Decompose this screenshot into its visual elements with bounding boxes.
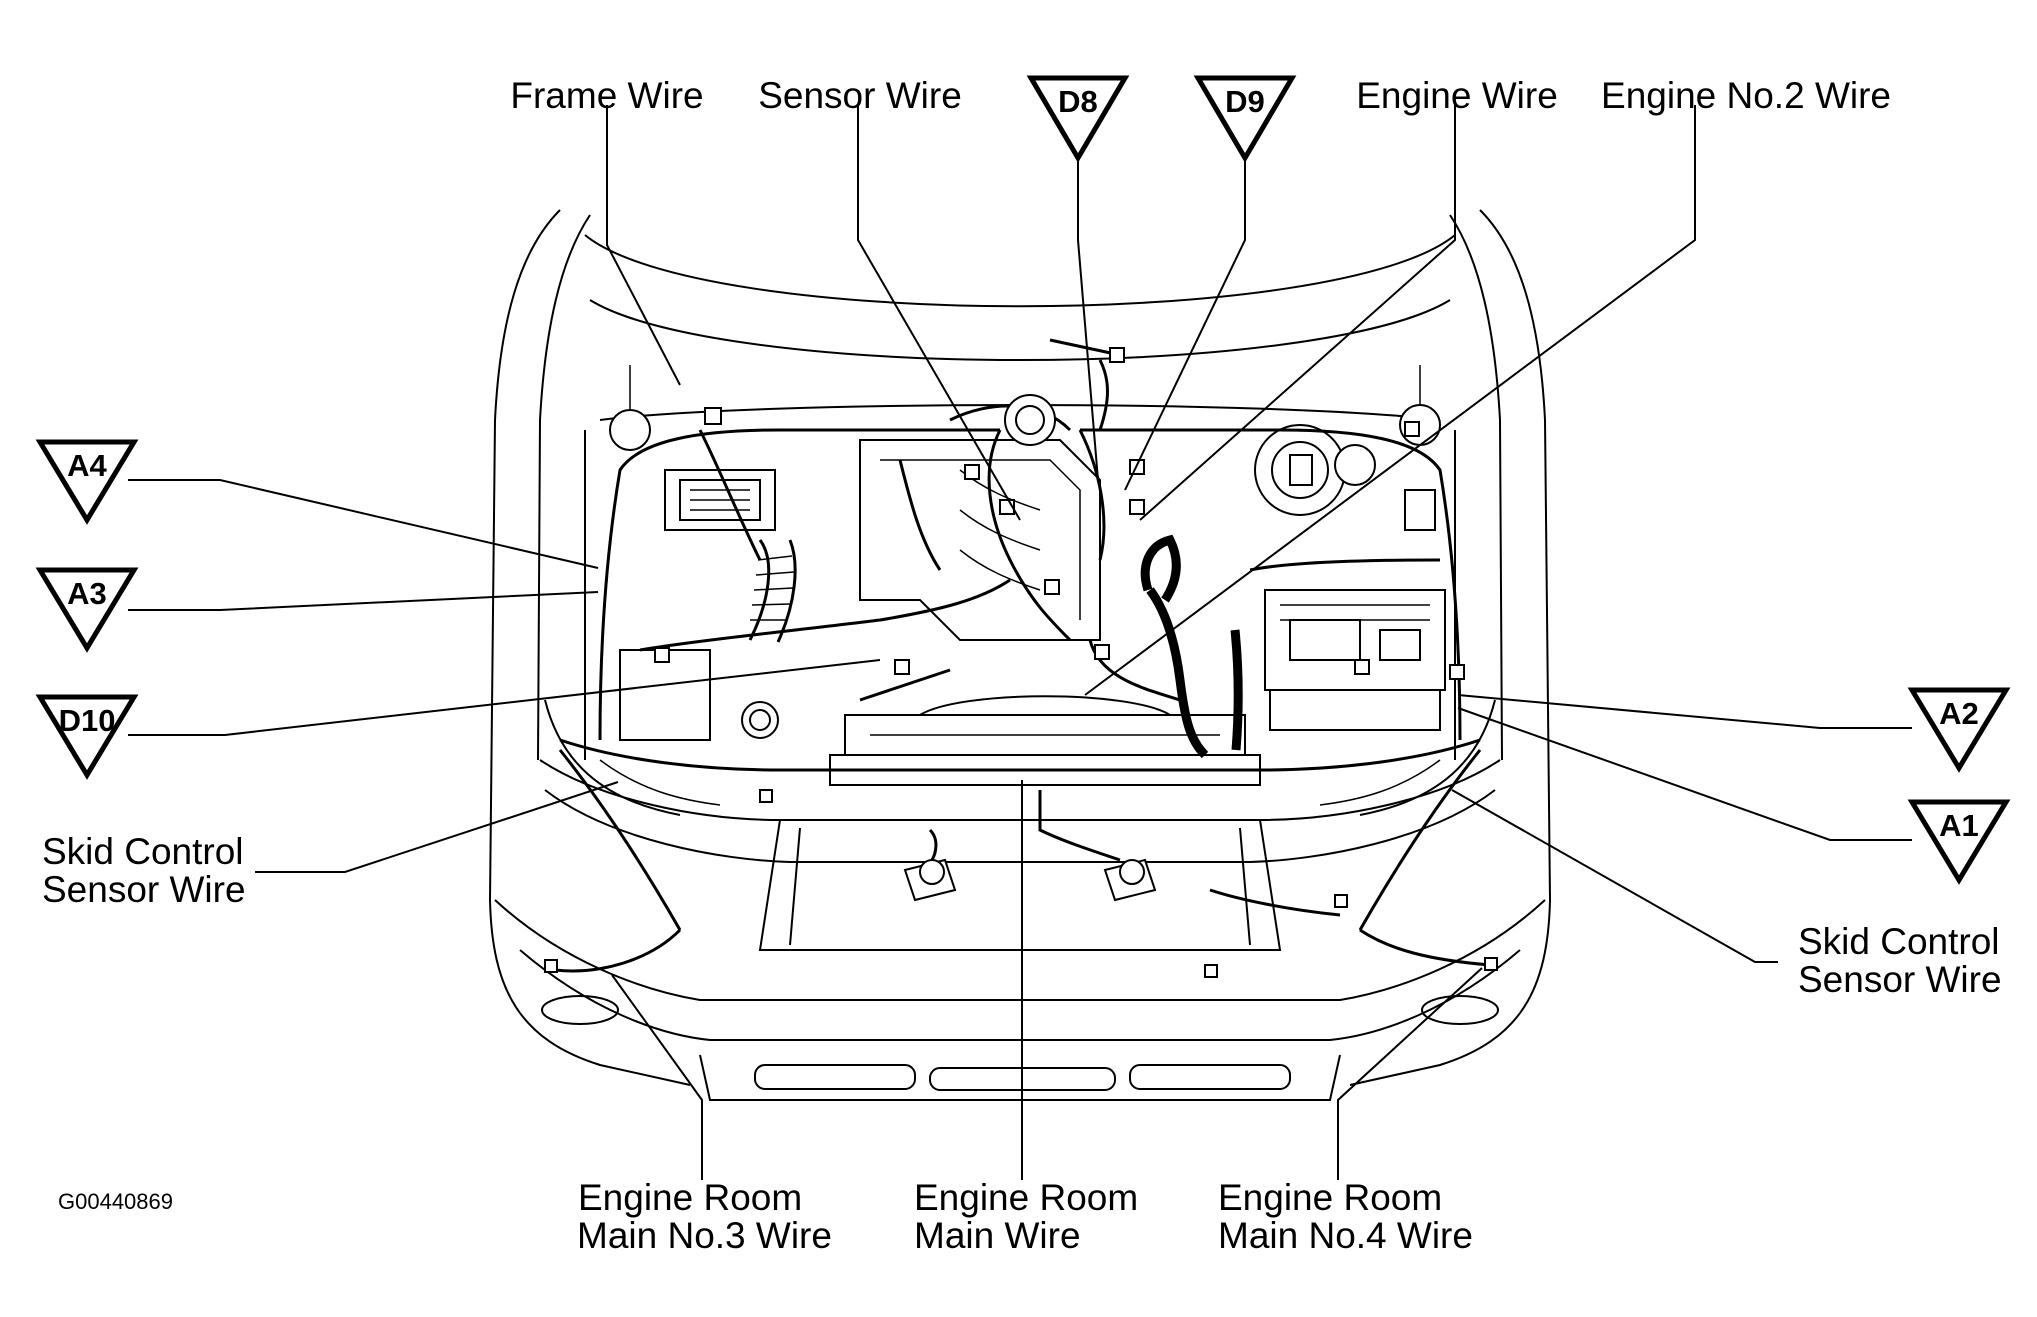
label-erm-line2: Main Wire (914, 1215, 1081, 1256)
label-skid-right-line1: Skid Control (1798, 921, 2000, 962)
label-skid-left-line1: Skid Control (42, 831, 244, 872)
leader-d8 (1077, 160, 1099, 481)
connector-d10: D10 (35, 694, 139, 780)
leader-skid-left (255, 781, 619, 873)
label-erm4-line2: Main No.4 Wire (1218, 1215, 1473, 1256)
label-sensor-wire: Sensor Wire (758, 75, 962, 116)
leader-a4 (128, 479, 599, 569)
connector-a4: A4 (35, 439, 139, 525)
leader-a1 (1457, 707, 1912, 841)
connector-a3-label: A3 (67, 576, 107, 611)
label-erm-line1: Engine Room (914, 1177, 1138, 1218)
connector-a1: A1 (1907, 799, 2011, 885)
connector-d8: D8 (1026, 75, 1130, 163)
leader-d9 (1124, 160, 1246, 491)
leader-engine-wire (1139, 105, 1456, 521)
leader-erm3 (611, 974, 703, 1180)
label-skid-right-line2: Sensor Wire (1798, 959, 2002, 1000)
leader-a3 (128, 591, 599, 611)
connector-d9: D9 (1193, 75, 1297, 163)
label-frame-wire: Frame Wire (510, 75, 703, 116)
connector-d8-label: D8 (1058, 84, 1098, 119)
connector-d10-label: D10 (59, 703, 116, 738)
label-skid-left-line2: Sensor Wire (42, 869, 246, 910)
label-erm3-line1: Engine Room (578, 1177, 802, 1218)
label-engine-wire: Engine Wire (1356, 75, 1558, 116)
label-erm4-line1: Engine Room (1218, 1177, 1442, 1218)
connector-a2-label: A2 (1939, 696, 1979, 731)
connector-markers: D8 D9 A4 A3 D10 A2 A1 (35, 75, 2011, 885)
wire-labels: Frame Wire Sensor Wire Engine Wire Engin… (42, 75, 2002, 1256)
leader-erm4 (1337, 967, 1483, 1180)
leader-frame-wire (606, 105, 681, 386)
connector-a4-label: A4 (67, 448, 107, 483)
leader-a2 (1457, 694, 1912, 729)
leader-sensor-wire (857, 105, 1021, 521)
connector-a1-label: A1 (1939, 808, 1979, 843)
engine-bay-components (609, 365, 1446, 902)
leader-skid-right (1451, 789, 1778, 963)
leader-lines (128, 105, 1912, 1180)
connector-d9-label: D9 (1225, 84, 1265, 119)
leader-engine-no2-wire (1084, 105, 1696, 696)
connector-a2: A2 (1907, 687, 2011, 773)
label-erm3-line2: Main No.3 Wire (577, 1215, 832, 1256)
label-engine-no2-wire: Engine No.2 Wire (1601, 75, 1891, 116)
leader-d10 (128, 659, 881, 736)
figure-code: G00440869 (58, 1189, 173, 1214)
connector-a3: A3 (35, 567, 139, 653)
wiring-harnesses (544, 338, 1498, 978)
